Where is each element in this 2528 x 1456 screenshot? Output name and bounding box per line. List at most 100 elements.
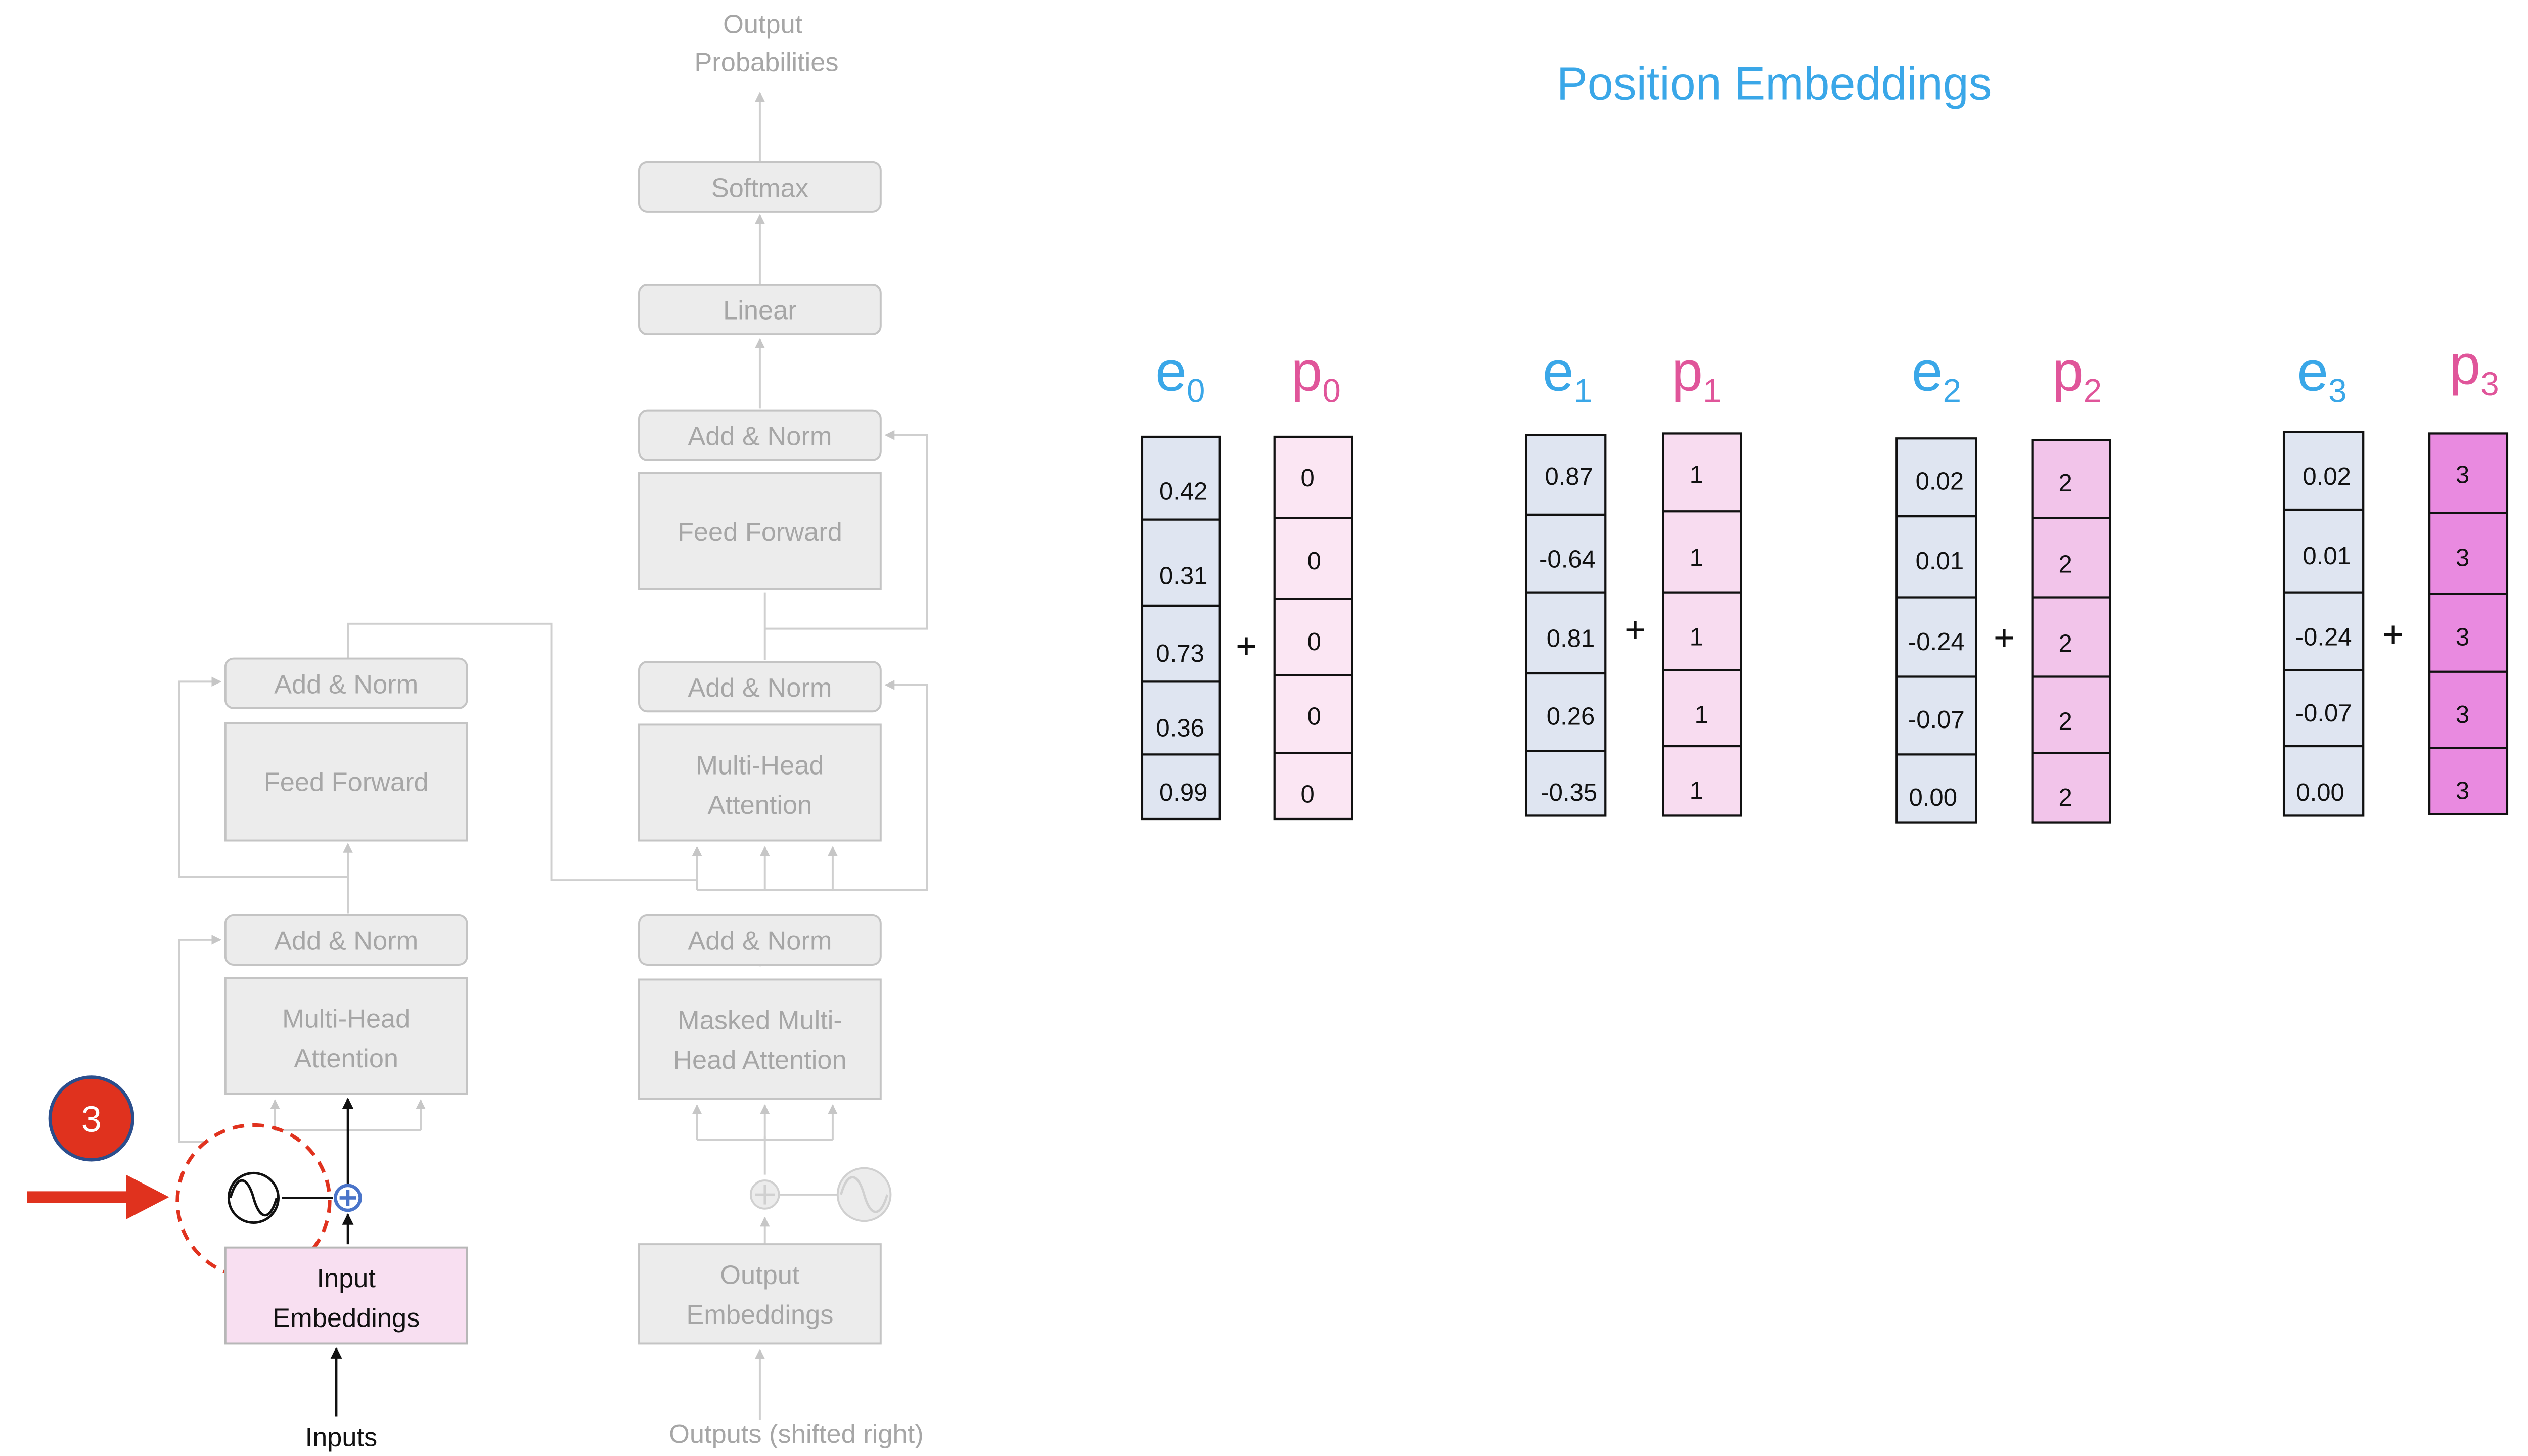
position-embeddings-panel: Position Embeddings e0 p0 0.42 0.31 0.73… [1141, 58, 2509, 824]
plus-sign: + [1624, 610, 1646, 650]
e-value: 0.01 [2303, 542, 2351, 570]
e-value: 0.73 [1156, 640, 1204, 667]
e-value: 0.42 [1159, 478, 1208, 505]
e-value: 0.00 [2296, 779, 2344, 806]
decoder-add-norm-mid: Add & Norm [638, 661, 882, 713]
e-value: -0.07 [1908, 706, 1965, 734]
e-vector-label: e3 [2297, 339, 2346, 409]
svg-text:Feed Forward: Feed Forward [264, 767, 429, 797]
p-value: 1 [1690, 544, 1703, 571]
e-value: 0.87 [1545, 463, 1594, 490]
output-embeddings-block: Output Embeddings [638, 1243, 882, 1345]
svg-text:Add & Norm: Add & Norm [688, 673, 832, 703]
decoder-masked-multi-head-attention: Masked Multi- Head Attention [638, 978, 882, 1100]
p-vector: 3 3 3 3 3 [2428, 432, 2509, 815]
p-value: 2 [2058, 784, 2072, 811]
e-value: 0.01 [1916, 548, 1964, 575]
plus-sign: + [2382, 615, 2404, 655]
p-value: 3 [2456, 623, 2469, 651]
p-value: 0 [1307, 703, 1321, 730]
e-value: 0.81 [1547, 625, 1595, 653]
p-value: 3 [2456, 778, 2469, 805]
output-probabilities-label: Output Probabilities [694, 10, 838, 77]
svg-text:3: 3 [81, 1100, 102, 1140]
decoder-add-norm-bottom: Add & Norm [638, 914, 882, 966]
decoder-positional-plus-icon [749, 1179, 780, 1210]
decoder-sine-wave-icon [836, 1167, 892, 1222]
e-value: -0.07 [2295, 700, 2352, 727]
svg-text:Embeddings: Embeddings [686, 1300, 833, 1330]
p-value: 2 [2058, 630, 2072, 657]
svg-text:Multi-Head: Multi-Head [696, 751, 824, 781]
e-vector-label: e1 [1543, 339, 1592, 409]
svg-text:Attention: Attention [708, 791, 812, 820]
e-value: -0.64 [1539, 546, 1596, 573]
svg-text:Masked Multi-: Masked Multi- [678, 1006, 842, 1035]
embedding-group-1: e1 p1 0.87 -0.64 0.81 0.26 -0.35 + [1525, 339, 1742, 817]
embedding-group-3: e3 p3 0.02 0.01 -0.24 -0.07 0.00 + [2282, 333, 2509, 817]
p-value: 0 [1301, 465, 1315, 492]
svg-text:Softmax: Softmax [711, 173, 808, 203]
p-vector-label: p2 [2052, 339, 2102, 409]
svg-text:Feed Forward: Feed Forward [678, 518, 842, 547]
p-value: 1 [1694, 701, 1708, 729]
embedding-group-0: e0 p0 0.42 0.31 0.73 0.36 0.99 + [1141, 339, 1353, 821]
e-value: 0.26 [1547, 703, 1595, 730]
decoder-add-norm-top: Add & Norm [638, 409, 882, 461]
e-value: -0.35 [1541, 779, 1597, 806]
active-arrows [282, 1097, 354, 1417]
sine-wave-icon [227, 1171, 280, 1224]
pointer-arrow-icon [27, 1174, 169, 1219]
p-vector: 0 0 0 0 0 [1273, 435, 1353, 821]
e-vector: 0.42 0.31 0.73 0.36 0.99 [1141, 435, 1221, 821]
encoder-add-norm-bottom: Add & Norm [224, 914, 468, 966]
e-value: -0.24 [2295, 623, 2352, 651]
svg-text:Add & Norm: Add & Norm [274, 927, 418, 956]
position-embeddings-title: Position Embeddings [1557, 58, 1992, 109]
softmax-block: Softmax [638, 161, 882, 213]
p-value: 0 [1307, 548, 1321, 575]
e-vector-label: e0 [1155, 339, 1205, 409]
embedding-group-2: e2 p2 0.02 0.01 -0.24 -0.07 0.00 + [1895, 339, 2111, 824]
step-badge: 3 [48, 1075, 134, 1162]
svg-text:Embeddings: Embeddings [273, 1304, 420, 1333]
encoder-feed-forward: Feed Forward [224, 722, 468, 842]
e-vector: 0.02 0.01 -0.24 -0.07 0.00 [2282, 431, 2365, 817]
svg-text:Attention: Attention [294, 1044, 398, 1073]
p-value: 0 [1301, 781, 1315, 808]
svg-text:Multi-Head: Multi-Head [282, 1004, 410, 1033]
e-value: 0.99 [1159, 779, 1208, 806]
transformer-diagram: Output Probabilities Softmax Linear Add … [27, 10, 928, 1452]
e-vector: 0.87 -0.64 0.81 0.26 -0.35 [1525, 434, 1607, 817]
svg-text:Head Attention: Head Attention [673, 1045, 847, 1075]
p-vector-label: p0 [1291, 339, 1340, 409]
p-value: 3 [2456, 701, 2469, 729]
input-embeddings-block: Input Embeddings [224, 1246, 468, 1345]
svg-text:Linear: Linear [723, 296, 797, 326]
svg-text:Input: Input [317, 1264, 376, 1293]
positional-encoding-highlight [175, 1123, 362, 1280]
outputs-shifted-right-label: Outputs (shifted right) [669, 1420, 923, 1449]
e-value: 0.31 [1159, 562, 1208, 589]
positional-plus-icon [334, 1184, 362, 1212]
e-value: 0.02 [2303, 463, 2351, 490]
p-value: 2 [2058, 470, 2072, 497]
p-vector: 1 1 1 1 1 [1662, 432, 1742, 817]
encoder-add-norm-top: Add & Norm [224, 657, 468, 709]
encoder-multi-head-attention: Multi-Head Attention [224, 977, 468, 1095]
e-value: 0.36 [1156, 714, 1204, 742]
e-vector-label: e2 [1912, 339, 1961, 409]
p-vector: 2 2 2 2 2 [2031, 439, 2111, 824]
p-value: 1 [1690, 623, 1703, 651]
svg-text:Add & Norm: Add & Norm [688, 422, 832, 451]
e-vector: 0.02 0.01 -0.24 -0.07 0.00 [1895, 437, 1977, 824]
p-value: 1 [1690, 778, 1703, 805]
svg-text:Add & Norm: Add & Norm [688, 927, 832, 956]
e-value: -0.24 [1908, 628, 1965, 656]
e-value: 0.02 [1916, 468, 1964, 495]
svg-text:Output: Output [720, 1261, 800, 1290]
p-value: 2 [2058, 551, 2072, 578]
p-value: 3 [2456, 544, 2469, 571]
e-value: 0.00 [1909, 784, 1958, 811]
